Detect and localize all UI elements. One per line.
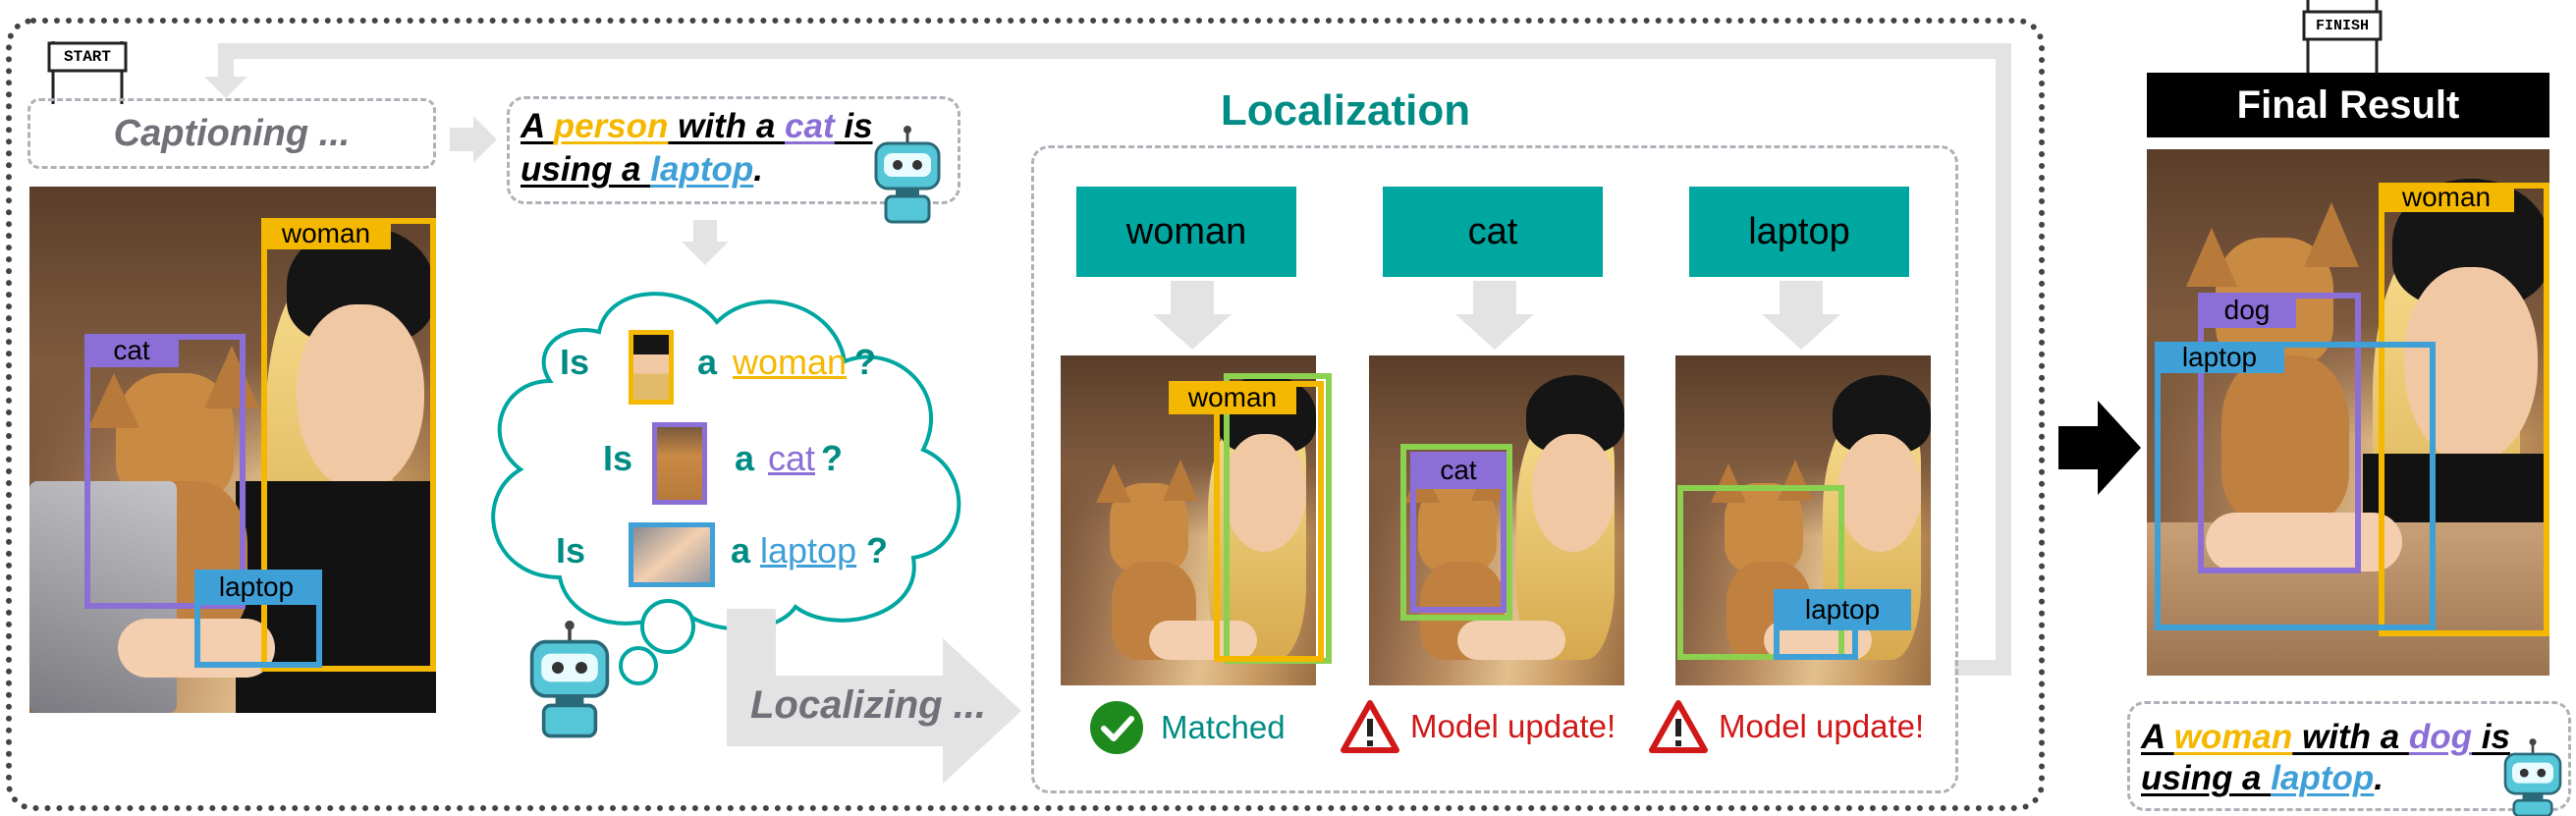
final-caption-line-2: using a laptop.: [2141, 756, 2384, 801]
crop-laptop-label: laptop: [1774, 589, 1911, 630]
start-flag-icon: START: [45, 37, 130, 106]
caption-line-1: A person with a cat is: [521, 104, 873, 149]
caption-object-laptop: laptop: [2271, 759, 2375, 797]
initial-cat-label: cat: [84, 334, 179, 367]
question-is: Is: [603, 438, 633, 478]
localization-query-cat: cat: [1383, 187, 1603, 277]
final-result-title: Final Result: [2147, 73, 2549, 137]
caption-part: A: [2141, 718, 2174, 756]
question-2: Is a cat ?: [603, 422, 898, 505]
initial-laptop-label: laptop: [194, 570, 318, 605]
question-object-woman: woman: [733, 342, 848, 382]
crop-woman-label: woman: [1169, 381, 1296, 414]
crop-woman-box: [1214, 381, 1324, 662]
thought-cloud: [491, 292, 961, 685]
caption-object-dog: dog: [2408, 718, 2473, 756]
captioning-box: [27, 98, 436, 169]
status-matched: Matched: [1088, 699, 1286, 756]
final-laptop-label: laptop: [2155, 342, 2284, 373]
process-loop-border: [6, 18, 2045, 811]
caption-object-person: person: [553, 107, 669, 145]
arrow-down-icon: [1455, 281, 1534, 350]
caption-object-cat: cat: [785, 107, 835, 145]
caption-part: using a: [521, 150, 651, 189]
question-3: Is a laptop ?: [556, 518, 909, 587]
finish-flag-label: FINISH: [2315, 17, 2369, 34]
finish-flag-icon: FINISH: [2298, 0, 2386, 79]
caption-part: using a: [2141, 759, 2272, 797]
warning-triangle-icon: [1341, 700, 1399, 753]
question-object-laptop: laptop: [760, 530, 857, 571]
final-caption-box: [2127, 701, 2571, 811]
initial-woman-label: woman: [261, 218, 391, 249]
caption-part: is: [834, 107, 873, 145]
localization-title: Localization: [1220, 86, 1471, 135]
status-text: Model update!: [1719, 708, 1925, 744]
arrow-right-icon: [2058, 401, 2141, 495]
question-object-cat: cat: [768, 438, 816, 478]
localizing-label: Localizing ...: [750, 683, 987, 727]
question-a: a: [731, 530, 751, 571]
caption-part: with a: [2292, 718, 2409, 756]
question-mark: ?: [854, 342, 876, 382]
caption-part: .: [753, 150, 763, 189]
final-laptop-box: [2155, 342, 2436, 630]
check-circle-icon: [1090, 701, 1143, 754]
caption-object-woman: woman: [2173, 718, 2293, 756]
robot-icon: [874, 126, 941, 224]
start-flag-label: START: [63, 48, 111, 66]
arrow-right-icon: [450, 116, 497, 163]
question-is: Is: [556, 530, 586, 571]
status-text: Matched: [1161, 709, 1286, 745]
crop-laptop-match-box: [1677, 485, 1844, 660]
robot-icon: [2503, 738, 2562, 816]
localization-query-laptop: laptop: [1689, 187, 1909, 277]
status-model-update: Model update!: [1340, 699, 1616, 754]
crop-cat-match-box: [1400, 444, 1512, 621]
question-thumb-woman: [629, 330, 674, 405]
caption-part: is: [2472, 718, 2510, 756]
caption-part: .: [2374, 759, 2384, 797]
question-a: a: [735, 438, 755, 478]
crop-image-laptop: [1675, 355, 1931, 685]
final-caption-line-1: A woman with a dog is: [2141, 715, 2510, 760]
caption-line-2: using a laptop.: [521, 147, 763, 192]
localization-panel: [1031, 145, 1958, 793]
final-dog-label: dog: [2198, 293, 2296, 328]
question-mark: ?: [821, 438, 843, 478]
localization-query-woman: woman: [1076, 187, 1296, 277]
status-text: Model update!: [1410, 708, 1617, 744]
question-is: Is: [560, 342, 590, 382]
arrow-down-icon: [1762, 281, 1840, 350]
robot-icon: [529, 621, 610, 738]
arrow-down-icon: [1153, 281, 1232, 350]
caption-object-laptop: laptop: [650, 150, 754, 189]
warning-triangle-icon: [1649, 700, 1708, 753]
status-model-update: Model update!: [1648, 699, 1924, 754]
question-a: a: [697, 342, 718, 382]
caption-part: with a: [668, 107, 786, 145]
arrow-down-icon: [682, 220, 729, 265]
question-thumb-cat: [652, 422, 707, 505]
question-mark: ?: [866, 530, 888, 571]
final-woman-label: woman: [2379, 182, 2514, 212]
crop-cat-label: cat: [1410, 452, 1507, 489]
captioning-label: Captioning ...: [113, 112, 351, 154]
initial-image: [29, 187, 436, 713]
question-1: Is a woman ?: [560, 330, 894, 405]
caption-part: A: [521, 107, 554, 145]
caption-box: [507, 96, 960, 204]
question-thumb-laptop: [629, 522, 715, 587]
